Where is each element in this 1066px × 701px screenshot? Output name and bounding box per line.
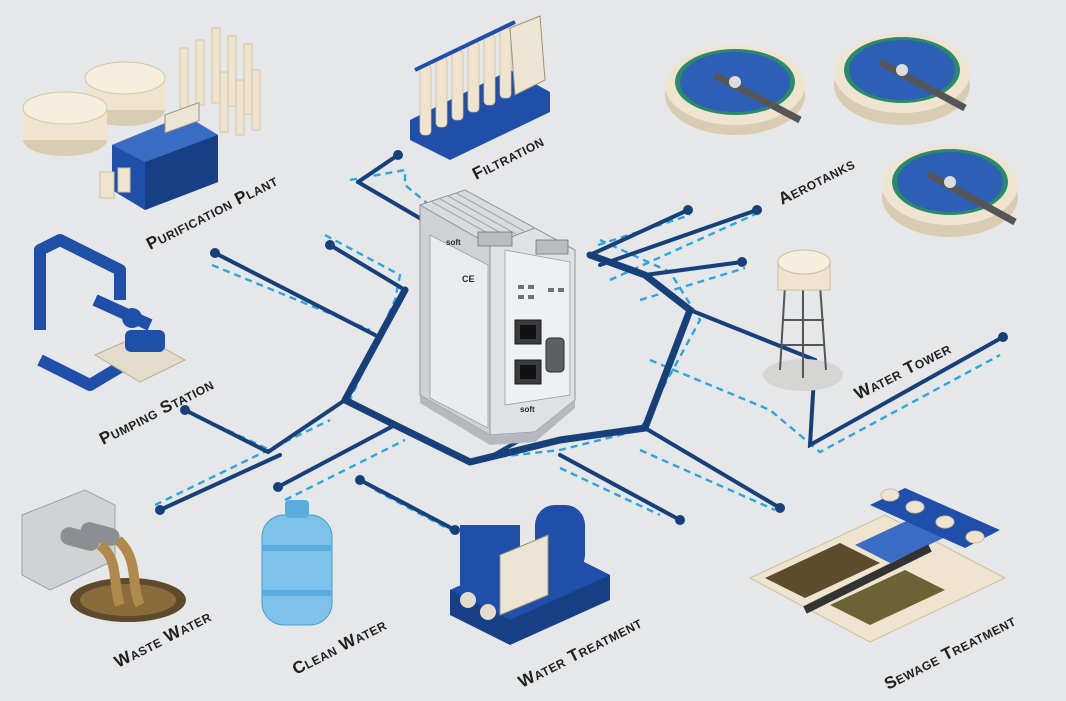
aerotank-1 (665, 45, 805, 135)
filtration-illustration (410, 15, 550, 160)
aerotanks-illustration (665, 33, 1018, 237)
water-treatment-illustration (450, 505, 610, 645)
waste-water-illustration (21, 489, 186, 622)
pumping-station-illustration (34, 234, 187, 391)
purification-plant-illustration (22, 27, 261, 210)
gateway-device: soft soft CE (418, 189, 576, 445)
ce-mark: CE (462, 274, 475, 284)
network-ring (341, 251, 694, 466)
gateway-brand-front: soft (520, 405, 535, 414)
aerotank-2 (834, 33, 970, 125)
gateway-brand: soft (446, 238, 461, 247)
aerotank-3 (882, 145, 1018, 237)
network-lines (154, 150, 1008, 537)
water-tower-illustration (763, 249, 843, 391)
network-endpoints (155, 150, 1008, 535)
sewage-treatment-illustration (748, 488, 1007, 643)
network-spokes (158, 153, 1005, 532)
clean-water-illustration (261, 500, 333, 626)
